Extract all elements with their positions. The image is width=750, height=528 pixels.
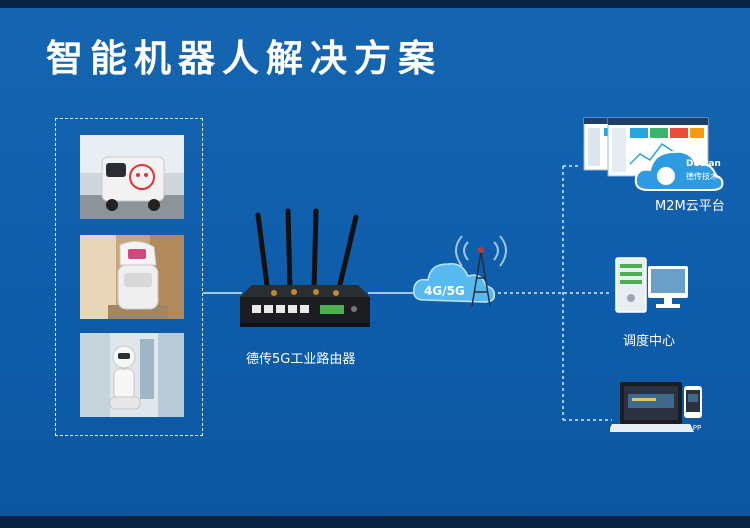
router-icon <box>240 208 370 327</box>
robot-photo-delivery <box>80 135 184 219</box>
robot-photo-reception <box>80 333 184 417</box>
top-bar <box>0 0 750 8</box>
network-cloud-icon <box>412 235 507 307</box>
cloud-platform-label: M2M云平台 <box>655 199 725 214</box>
router-label: 德传5G工业路由器 <box>246 352 356 367</box>
cloud-brand-cn: 德传技术 <box>686 172 718 181</box>
robot-photo-service <box>80 235 184 319</box>
cloud-brand: Detran <box>686 159 721 169</box>
page-title: 智能机器人解决方案 <box>46 37 442 80</box>
bottom-bar <box>0 516 750 528</box>
cloud-platform-icon <box>583 117 724 191</box>
robot-group-box <box>55 118 203 436</box>
network-label: 4G/5G <box>424 284 465 298</box>
dispatch-computer-icon <box>615 257 688 313</box>
laptop-icon <box>610 382 702 432</box>
app-label: APP <box>688 424 702 432</box>
dispatch-label: 调度中心 <box>623 334 676 349</box>
